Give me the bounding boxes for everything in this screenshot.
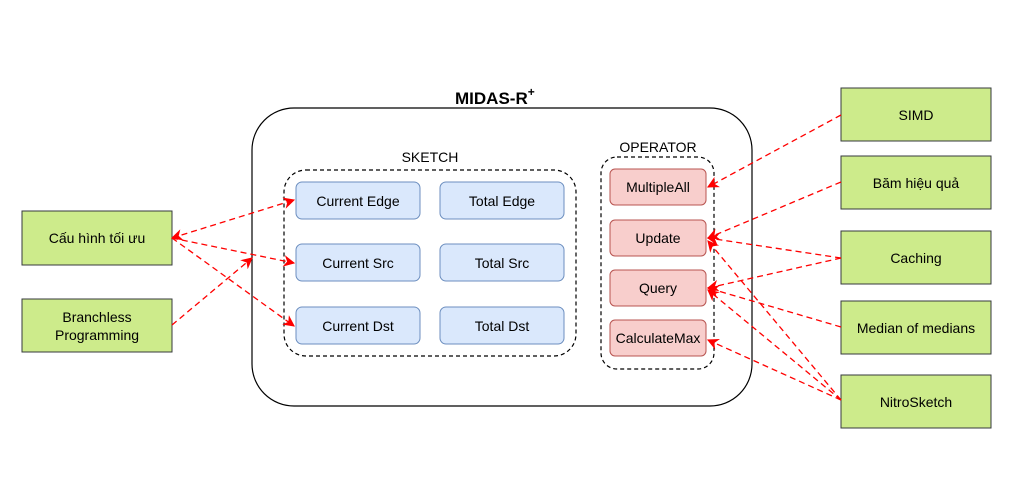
operator-item-calculatemax: CalculateMax (609, 319, 707, 357)
operator-item-multipleall: MultipleAll (609, 168, 707, 206)
technique-nitrosketch: NitroSketch (840, 374, 992, 429)
arrow-median-to-query (706, 285, 842, 328)
technique-simd: SIMD (840, 87, 992, 142)
arrow-caching-to-update (706, 233, 842, 259)
svg-text:MultipleAll: MultipleAll (626, 179, 690, 195)
svg-text:Total Src: Total Src (475, 255, 529, 271)
technique-median-of-medians: Median of medians (840, 300, 992, 355)
sketch-item-total-src: Total Src (439, 243, 565, 282)
arrow-branchless-to-sketch (171, 257, 253, 326)
sketch-item-current-src: Current Src (295, 243, 421, 282)
svg-text:Current Dst: Current Dst (322, 318, 394, 334)
sketch-item-current-dst: Current Dst (295, 306, 421, 345)
sketch-label: SKETCH (402, 149, 459, 165)
svg-text:SIMD: SIMD (899, 107, 934, 123)
svg-text:Current Src: Current Src (322, 255, 394, 271)
svg-text:CalculateMax: CalculateMax (616, 330, 701, 346)
operator-item-update: Update (609, 219, 707, 257)
arrow-config-to-current-src (171, 237, 296, 267)
svg-text:Total Edge: Total Edge (469, 193, 535, 209)
svg-text:Băm hiệu quả: Băm hiệu quả (873, 175, 960, 191)
branchless-line-2: Programming (55, 327, 139, 343)
arrow-nitro-to-calculatemax (706, 338, 842, 401)
operator-item-query: Query (609, 269, 707, 307)
sketch-item-total-dst: Total Dst (439, 306, 565, 345)
diagram-title: MIDAS-R+ (455, 85, 535, 108)
operator-group (600, 156, 715, 370)
technique-branchless-programming: Branchless Programming (21, 298, 173, 353)
branchless-line-1: Branchless (62, 309, 131, 325)
svg-text:Current Edge: Current Edge (316, 193, 399, 209)
sketch-item-current-edge: Current Edge (295, 181, 421, 220)
svg-text:Cấu hình tối ưu: Cấu hình tối ưu (49, 230, 146, 246)
svg-text:Update: Update (635, 230, 680, 246)
technique-caching: Caching (840, 230, 992, 285)
svg-text:NitroSketch: NitroSketch (880, 394, 952, 410)
arrows (170, 114, 842, 401)
arrow-caching-to-query (706, 257, 842, 292)
svg-text:Median of medians: Median of medians (857, 320, 975, 336)
arrow-config-to-current-dst (171, 237, 295, 327)
svg-text:Total Dst: Total Dst (475, 318, 530, 334)
sketch-item-total-edge: Total Edge (439, 181, 565, 220)
operator-label: OPERATOR (619, 139, 696, 155)
arrow-nitro-to-update (707, 240, 842, 401)
arrow-hash-to-update (706, 181, 842, 240)
technique-cau-hinh-toi-uu: Cấu hình tối ưu (21, 210, 173, 266)
svg-text:Caching: Caching (890, 250, 941, 266)
technique-bam-hieu-qua: Băm hiệu quả (840, 155, 992, 210)
svg-text:Query: Query (639, 280, 677, 296)
arrow-config-to-current-edge (170, 197, 296, 241)
arrow-nitro-to-query (707, 289, 842, 401)
arrow-simd-to-multipleall (706, 114, 842, 188)
